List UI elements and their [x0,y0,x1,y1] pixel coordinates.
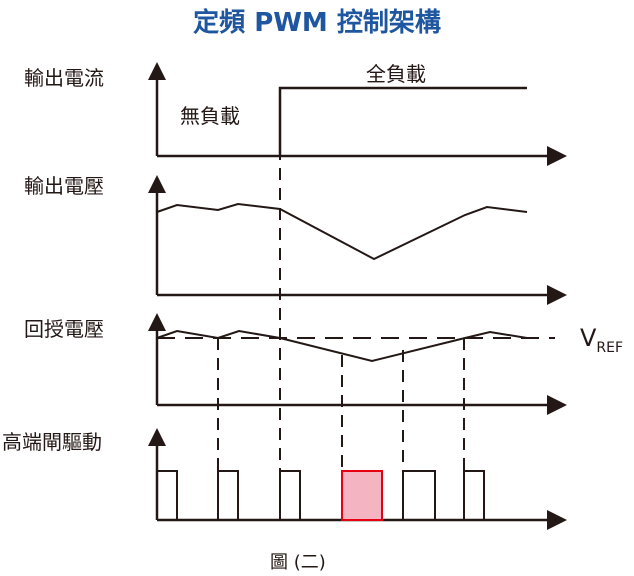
label-output-current: 輸出電流 [24,66,104,90]
vref-v: V [580,324,597,352]
label-output-voltage: 輸出電壓 [24,174,104,198]
highlight-pulse [341,470,383,521]
label-vref: VREF [580,324,623,356]
caption: 圖 (二) [270,552,326,573]
label-no-load: 無負載 [180,104,240,128]
arrow-up-icon [148,428,166,446]
arrowheads [148,62,567,530]
label-high-side-drive: 高端閘驅動 [2,430,102,454]
axis-feedback [155,328,550,407]
arrow-up-icon [148,62,166,80]
arrow-up-icon [148,175,166,193]
axis-voltage [155,190,550,297]
arrow-right-icon [547,285,567,305]
arrow-up-icon [148,313,166,331]
output-voltage-waveform [156,202,528,261]
label-full-load: 全負載 [366,62,426,86]
arrow-right-icon [547,146,567,166]
sync-lines [217,88,465,471]
arrow-right-icon [547,395,567,415]
pulse [279,470,301,520]
diagram-title: 定頻 PWM 控制架構 [193,8,441,38]
pulse [402,470,436,520]
axis-current [155,78,550,158]
pulse [157,470,178,520]
pulse [463,470,485,520]
arrow-right-icon [547,510,567,530]
label-feedback-voltage: 回授電壓 [24,317,104,341]
pwm-pulses [157,470,485,520]
vref-sub: REF [596,339,624,356]
pulse [217,470,239,520]
current-waveform [278,86,527,156]
